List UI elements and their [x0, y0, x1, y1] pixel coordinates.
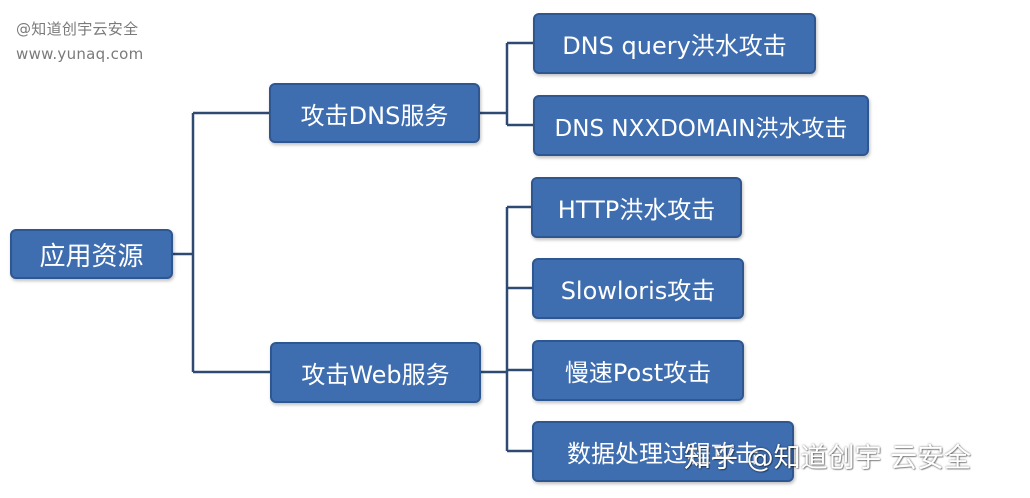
watermark-handle: @知道创宇云安全 [16, 20, 139, 38]
watermark-url: www.yunaq.com [16, 45, 144, 63]
node-attack-web: 攻击Web服务 [270, 342, 481, 403]
node-attack-dns: 攻击DNS服务 [269, 83, 480, 143]
node-dns-query-flood: DNS query洪水攻击 [533, 13, 816, 74]
node-attack-web-label: 攻击Web服务 [301, 361, 450, 389]
node-data-processing: 数据处理过程攻击 [532, 421, 794, 482]
node-slowloris: Slowloris攻击 [532, 258, 744, 319]
node-slowloris-label: Slowloris攻击 [560, 277, 716, 305]
watermark-overlay: 知乎 @知道创宇 云安全 [684, 443, 972, 474]
node-data-processing-label: 数据处理过程攻击 [567, 440, 759, 468]
node-http-flood-label: HTTP洪水攻击 [557, 196, 716, 224]
node-root: 应用资源 [10, 229, 173, 279]
node-root-label: 应用资源 [39, 241, 144, 272]
node-http-flood: HTTP洪水攻击 [531, 177, 742, 238]
node-dns-nxdomain-flood: DNS NXXDOMAIN洪水攻击 [533, 95, 869, 156]
node-dns-nxdomain-flood-label: DNS NXXDOMAIN洪水攻击 [554, 115, 848, 142]
node-attack-dns-label: 攻击DNS服务 [300, 101, 449, 130]
node-slow-post-label: 慢速Post攻击 [564, 359, 712, 387]
node-dns-query-flood-label: DNS query洪水攻击 [562, 32, 787, 60]
node-slow-post: 慢速Post攻击 [532, 340, 744, 401]
